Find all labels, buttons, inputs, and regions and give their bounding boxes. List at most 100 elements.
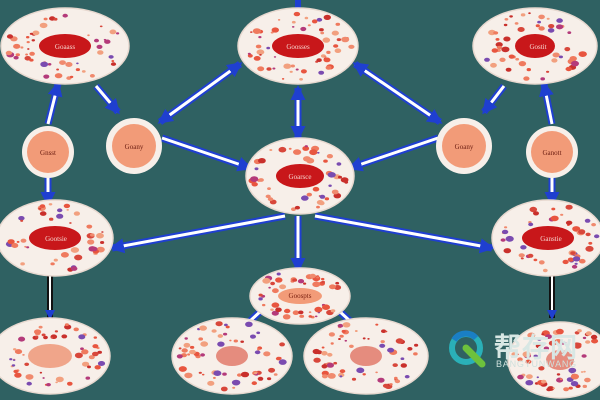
cell-speckle [339, 369, 346, 374]
cell-speckle [39, 204, 46, 209]
cell-speckle [11, 364, 16, 367]
cell-speckle [331, 30, 339, 36]
cell-speckle [31, 39, 35, 42]
cell-nucleus [29, 226, 81, 250]
cell-speckle [67, 381, 73, 386]
cell-speckle [314, 315, 318, 318]
cell-speckle [263, 351, 271, 357]
cell-speckle [13, 369, 19, 374]
cell-speckle [327, 352, 333, 357]
cell-speckle [526, 68, 531, 72]
cell-speckle [20, 46, 24, 49]
cell-speckle [505, 67, 512, 72]
cell-speckle [323, 55, 327, 58]
cell-speckle [316, 205, 320, 209]
cell-speckle [517, 357, 523, 362]
node-label: Gnsst [40, 149, 56, 157]
cell-speckle [258, 178, 264, 182]
cell-speckle [267, 197, 274, 202]
cell-speckle [322, 37, 331, 43]
cell-speckle [111, 60, 115, 62]
cell-speckle [407, 347, 413, 351]
cell-speckle [56, 68, 59, 71]
cell-speckle [43, 74, 50, 79]
cell-speckle [533, 211, 539, 216]
cell-speckle [535, 343, 542, 349]
cell-speckle [590, 334, 598, 340]
cell-speckle [541, 379, 547, 384]
cell-speckle [5, 50, 13, 56]
cell-speckle [579, 258, 586, 264]
cell-speckle [43, 335, 48, 340]
cell-speckle [327, 172, 336, 178]
cell-bottom-right [507, 321, 600, 399]
cell-speckle [211, 329, 217, 333]
cell-speckle [78, 334, 86, 340]
cell-speckle [538, 366, 545, 371]
cell-speckle [74, 254, 83, 261]
cell-speckle [309, 273, 316, 279]
cell-speckle [15, 53, 20, 57]
cell-speckle [262, 277, 271, 284]
cell-speckle [90, 246, 98, 252]
cell-speckle [284, 308, 291, 314]
cell-speckle [556, 373, 561, 376]
cell-speckle [41, 333, 46, 337]
cell-speckle [341, 329, 346, 333]
cell-speckle [297, 279, 305, 284]
cell-speckle [32, 30, 40, 36]
cell-label: Gostit [529, 43, 546, 51]
cell-speckle [237, 373, 242, 377]
cell-speckle [565, 204, 573, 210]
cell-speckle [321, 280, 325, 284]
cell-speckle [222, 372, 227, 376]
cell-speckle [240, 371, 250, 378]
cell-speckle [533, 258, 538, 262]
cell-speckle [338, 338, 341, 340]
cell-nucleus [276, 164, 324, 188]
cell-nucleus [278, 288, 322, 304]
cell-speckle [57, 208, 63, 213]
cell-speckle [87, 365, 91, 369]
cell-speckle [585, 340, 591, 344]
cell-speckle [281, 78, 285, 80]
cell-speckle [577, 329, 582, 333]
cell-speckle [178, 366, 187, 372]
cell-speckle [20, 238, 27, 243]
cell-speckle [275, 307, 282, 313]
cell-speckle [578, 51, 587, 57]
cell-speckle [340, 177, 349, 183]
cell-speckle [563, 341, 567, 344]
cell-speckle [362, 337, 366, 340]
cell-speckle [14, 372, 22, 378]
cell-speckle [291, 26, 295, 28]
cell-speckle [254, 372, 258, 375]
cell-speckle [318, 201, 325, 206]
cell-speckle [552, 52, 560, 58]
cell-speckle [55, 381, 58, 384]
cell-speckle [556, 24, 564, 30]
arrow-rightnode-to-center [347, 134, 440, 172]
cell-speckle [43, 17, 48, 21]
cell-speckle [253, 56, 261, 61]
cell-speckle [335, 281, 340, 285]
cell-speckle [267, 377, 272, 381]
cell-nucleus [522, 226, 574, 250]
cell-speckle [270, 308, 274, 311]
node-right: Goany [436, 118, 492, 174]
cell-speckle [97, 361, 106, 366]
cell-speckle [348, 44, 355, 49]
cell-speckle [213, 376, 216, 379]
cell-speckle [272, 288, 279, 294]
cell-speckle [258, 293, 263, 297]
cell-speckle [528, 12, 531, 15]
cell-speckle [316, 58, 322, 63]
cell-speckle [13, 348, 17, 351]
cell-speckle [99, 25, 103, 28]
cell-speckle [92, 351, 99, 357]
cell-speckle [100, 241, 105, 244]
cell-speckle [560, 213, 564, 216]
cell-speckle [26, 36, 30, 39]
cell-speckle [26, 246, 30, 249]
